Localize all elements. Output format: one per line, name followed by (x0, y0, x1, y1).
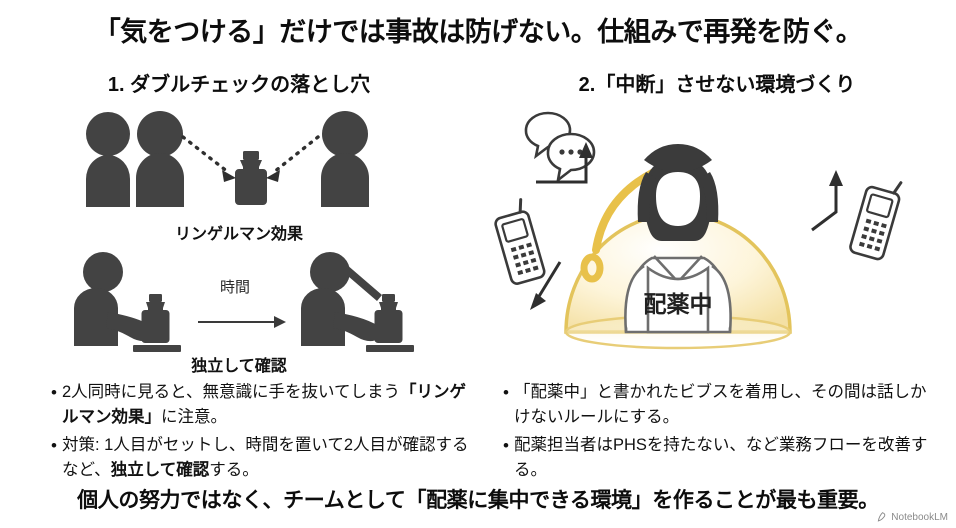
page-title: 「気をつける」だけでは事故は防げない。仕組みで再発を防ぐ。 (93, 17, 863, 47)
watermark-label: NotebookLM (891, 512, 948, 523)
bullet-dot-icon: • (51, 436, 57, 455)
section-no-interruption: 2.「中断」させない環境づくり (478, 62, 956, 482)
list-item: • 対策: 1人目がセットし、時間を置いて2人目が確認するなど、独立して確認する… (46, 433, 476, 483)
arrowhead-left (222, 170, 236, 182)
time-arrow-label: 時間 (219, 279, 250, 296)
phone-left-icon (494, 198, 546, 285)
deflect-arrow-down-left (530, 261, 562, 310)
caption-independent-check: 独立して確認 (191, 358, 287, 375)
bullet-dot-icon: • (51, 383, 57, 402)
bullet-text: 配薬担当者はPHSを持たない、など業務フローを改善する。 (514, 436, 928, 479)
dotted-arrow-left-to-vial (181, 135, 230, 174)
section-double-check: 1. ダブルチェックの落とし穴 (0, 62, 478, 482)
illustration-independent-check: 時間 (0, 250, 478, 370)
vial-right (366, 294, 414, 352)
bullet-list-left: • 2人同時に見ると、無意識に手を抜いてしまう「リンゲルマン効果」に注意。 • … (46, 380, 476, 486)
bullet-text: 対策: 1人目がセットし、時間を置いて2人目が確認するなど、独立して確認する。 (62, 436, 469, 479)
speech-bubble-dots-icon (546, 132, 596, 184)
bullet-text: 「配薬中」と書かれたビブスを着用し、その間は話しかけないルールにする。 (514, 383, 927, 426)
list-item: • 配薬担当者はPHSを持たない、など業務フローを改善する。 (498, 433, 938, 483)
notebooklm-logo-icon (878, 512, 886, 522)
list-item: • 「配薬中」と書かれたビブスを着用し、その間は話しかけないルールにする。 (498, 380, 938, 430)
arrowhead-right (266, 170, 280, 182)
bullet-list-right: • 「配薬中」と書かれたビブスを着用し、その間は話しかけないルールにする。 • … (498, 380, 938, 486)
bullet-dot-icon: • (503, 436, 509, 455)
illustration-protective-dome: 配薬中 (478, 100, 956, 375)
nurse-figure (624, 144, 732, 334)
caption-ringelmann: リンゲルマン効果 (174, 226, 303, 243)
vial-center (235, 151, 267, 205)
person-group-left (86, 111, 184, 207)
bullet-text: 2人同時に見ると、無意識に手を抜いてしまう「リンゲルマン効果」に注意。 (62, 383, 467, 426)
list-item: • 2人同時に見ると、無意識に手を抜いてしまう「リンゲルマン効果」に注意。 (46, 380, 476, 430)
time-arrow-group (198, 316, 286, 328)
vial-left (133, 294, 181, 352)
seated-person-right (301, 252, 384, 346)
person-right (321, 111, 369, 207)
deflect-arrow-up-right (811, 170, 843, 232)
bullet-dot-icon: • (503, 383, 509, 402)
deflect-arrow-up-left (536, 142, 593, 184)
section-heading-1: 1. ダブルチェックの落とし穴 (107, 74, 371, 96)
dotted-arrow-right-to-vial (272, 135, 320, 174)
conclusion-text: 個人の努力ではなく、チームとして「配薬に集中できる環境」を作ることが最も重要。 (77, 489, 879, 512)
watermark: NotebookLM (877, 512, 948, 523)
bib-label: 配薬中 (644, 291, 713, 317)
phone-right-icon (849, 181, 903, 261)
section-heading-2: 2.「中断」させない環境づくり (578, 74, 856, 96)
illustration-ringelmann (0, 104, 478, 264)
